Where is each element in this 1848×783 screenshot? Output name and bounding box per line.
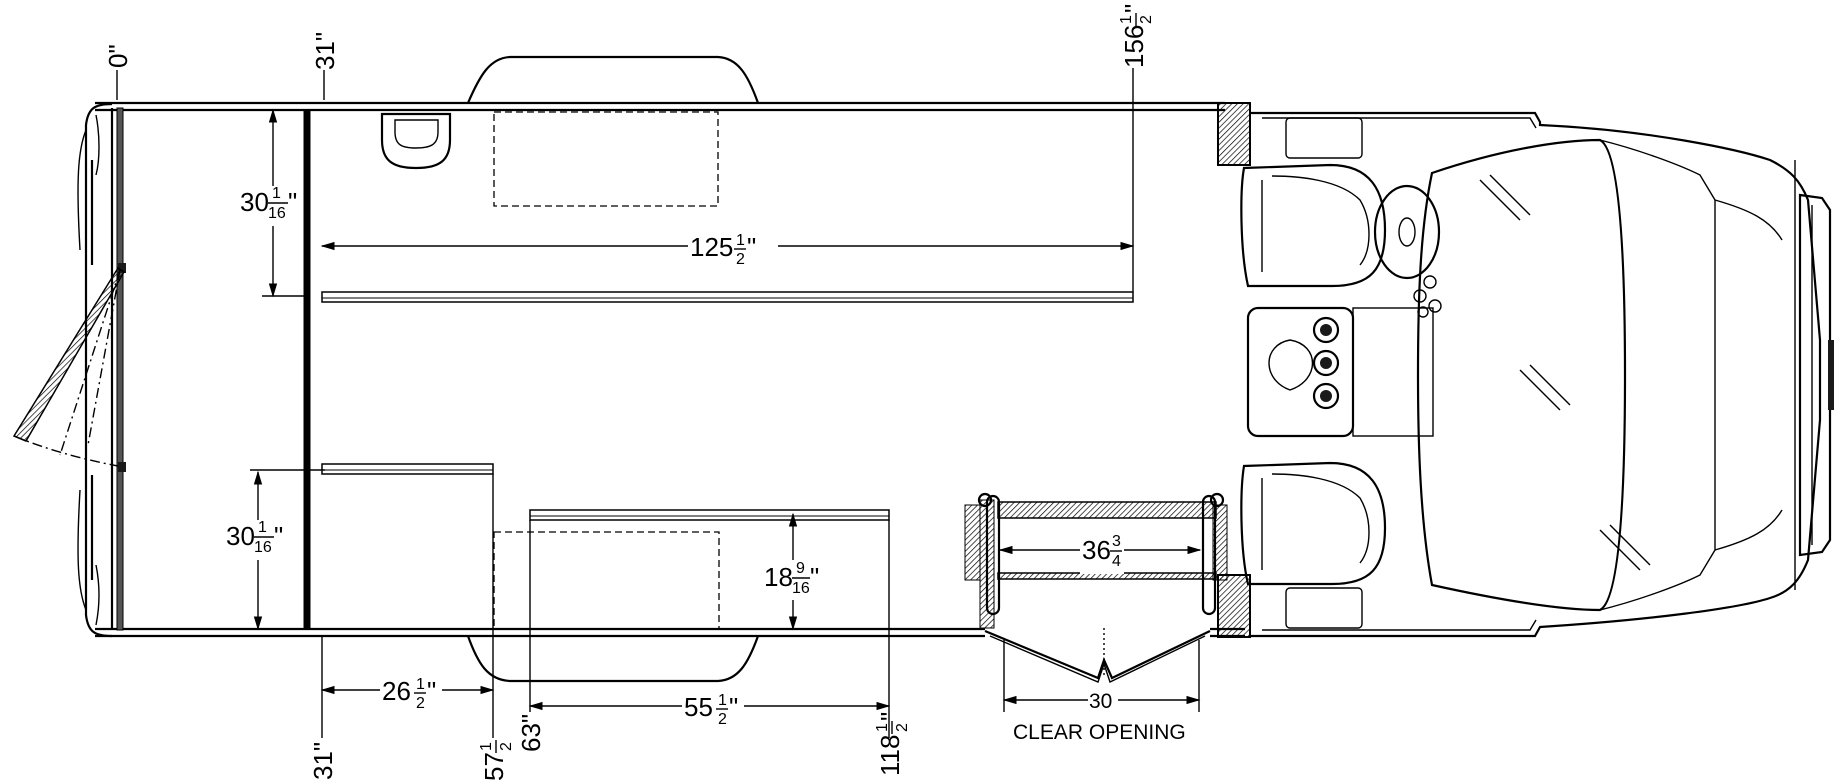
dimension-lines [116,68,1202,738]
svg-text:125: 125 [690,232,733,262]
dim-bottom-63: 63" [516,714,546,752]
svg-text:": " [427,676,436,706]
dim-125: 125 1 2 " [688,232,778,268]
dim-bottom-118: 118 1 2 " [874,712,911,776]
cab [1240,111,1834,638]
svg-text:": " [274,521,283,551]
svg-text:1: 1 [416,676,425,693]
svg-text:4: 4 [1112,553,1121,570]
svg-text:1: 1 [272,185,281,202]
svg-text:36: 36 [1082,535,1111,565]
svg-text:16: 16 [268,205,286,222]
svg-text:1: 1 [718,692,727,709]
svg-text:18: 18 [764,562,793,592]
dim-bottom-57: 57 1 2 [478,740,515,781]
svg-text:2: 2 [736,251,745,268]
dim-30-top: 30 1 16 " [238,185,302,226]
dim-top-0: 0" [103,44,133,68]
svg-text:1: 1 [736,232,745,249]
dim-top-31: 31" [310,32,340,70]
svg-text:57: 57 [479,752,509,781]
svg-text:2: 2 [416,695,425,712]
svg-text:2: 2 [498,742,515,751]
dim-30-bottom: 30 1 16 " [224,519,288,560]
svg-text:": " [747,232,756,262]
svg-text:": " [875,712,905,721]
svg-text:": " [288,187,297,217]
svg-text:2: 2 [894,723,911,732]
svg-text:16: 16 [254,539,272,556]
svg-text:1: 1 [258,519,267,536]
dim-top-156: 156 1 2 " [1118,4,1155,68]
svg-text:2: 2 [1138,15,1155,24]
svg-text:16: 16 [792,580,810,597]
body-outline [12,55,1245,683]
svg-text:118: 118 [875,735,905,776]
dim-55: 55 1 2 " [682,692,744,728]
svg-text:30: 30 [240,187,269,217]
svg-text:": " [810,562,819,592]
svg-text:3: 3 [1112,533,1121,550]
interior-fixtures [321,102,1251,683]
svg-text:1: 1 [874,723,891,732]
clear-opening-label: CLEAR OPENING [1013,721,1186,744]
dim-26: 26 1 2 " [380,676,442,712]
dim-30-opening: 30 [1089,690,1112,713]
svg-text:156: 156 [1119,25,1149,68]
svg-text:": " [729,692,738,722]
dim-36: 36 3 4 [1080,533,1124,574]
dim-18: 18 9 16 " [762,560,824,600]
svg-text:": " [1119,4,1149,13]
svg-text:30: 30 [226,521,255,551]
svg-text:9: 9 [796,560,805,577]
svg-text:55: 55 [684,692,713,722]
dim-bottom-31: 31" [308,742,338,780]
svg-text:1: 1 [1118,15,1135,24]
svg-text:2: 2 [718,711,727,728]
svg-text:26: 26 [382,676,411,706]
svg-text:1: 1 [478,742,495,751]
